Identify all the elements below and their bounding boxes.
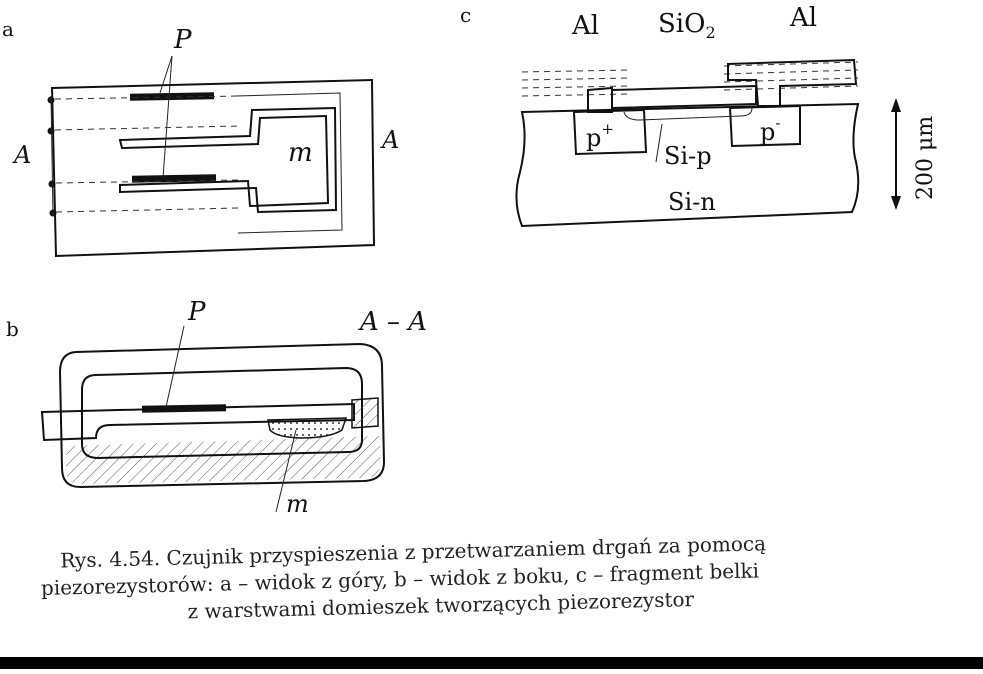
p-plus-label: p+ <box>586 120 614 152</box>
panel-a-top-view: a P m A A <box>2 17 399 258</box>
sio2-layer <box>611 84 757 110</box>
piezoresistor-upper <box>129 92 215 101</box>
panel-b-piezo-label: P <box>187 297 206 327</box>
piezoresistor-side <box>141 404 227 413</box>
dimension-label: 200 μm <box>913 116 938 200</box>
anchor-dot <box>47 127 55 135</box>
section-mark-left: A <box>12 141 31 169</box>
sio2-label: SiO2 <box>658 9 716 42</box>
panel-b-side-view: b P A – A m <box>6 297 427 518</box>
panel-c-cross-section: c Al SiO2 Al p+ p- Si-p Si-n <box>460 3 938 228</box>
beam-side <box>40 402 355 442</box>
housing-base <box>66 436 380 484</box>
substrate-si-n <box>515 102 860 228</box>
al-contact-left <box>587 86 613 113</box>
housing-outer <box>58 342 386 489</box>
mass-label-side: m <box>286 490 309 518</box>
frame-outline <box>50 78 376 258</box>
piezoresistor-lower <box>131 174 217 183</box>
al-label-left: Al <box>571 11 599 41</box>
beam-upper <box>118 106 338 214</box>
inner-frame <box>235 92 343 234</box>
si-p-label: Si-p <box>664 142 712 170</box>
section-mark-right: A <box>380 126 399 154</box>
cavity-inner <box>81 366 363 460</box>
mass-label-top: m <box>288 138 313 168</box>
panel-a-label: a <box>2 17 14 41</box>
bottom-rule <box>0 657 983 669</box>
al-label-right: Al <box>789 3 817 33</box>
panel-c-label: c <box>460 3 471 27</box>
seismic-mass <box>267 417 348 439</box>
panel-a-piezo-label: P <box>173 25 192 55</box>
panel-b-label: b <box>6 317 19 341</box>
p-minus-label: p- <box>760 114 780 146</box>
p-plus-region <box>572 108 648 156</box>
al-contact-right <box>727 58 858 107</box>
si-n-label: Si-n <box>668 188 716 216</box>
p-minus-region <box>728 104 801 148</box>
section-title: A – A <box>358 307 427 337</box>
